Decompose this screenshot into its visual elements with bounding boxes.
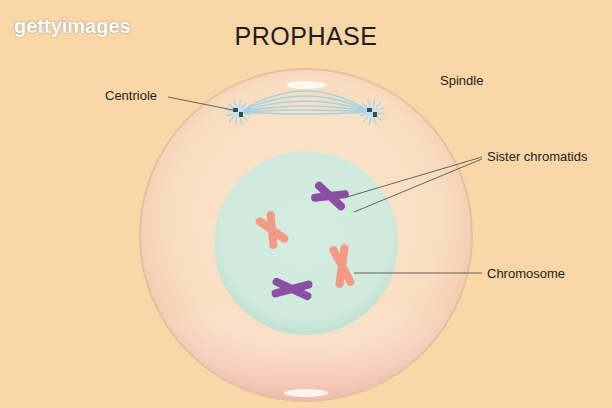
aster-ray — [360, 114, 367, 116]
aster-ray — [242, 102, 247, 107]
aster-ray — [376, 116, 381, 121]
diagram-title: PROPHASE — [235, 22, 378, 51]
aster-ray — [240, 118, 242, 125]
aster-ray — [369, 118, 370, 125]
chromosome-purple — [270, 276, 314, 301]
highlight — [284, 389, 328, 397]
aster — [225, 99, 384, 124]
aster-ray — [244, 108, 251, 110]
nucleus — [214, 151, 398, 335]
part-label: Chromosome — [487, 266, 565, 281]
aster-ray — [242, 116, 247, 121]
aster-ray — [226, 114, 233, 116]
aster-ray — [244, 113, 251, 114]
spindle-fibers — [240, 91, 370, 114]
aster-ray — [229, 116, 234, 121]
aster-ray — [235, 118, 236, 125]
chromosome-purple — [308, 179, 351, 213]
leader-line — [168, 97, 482, 273]
aster-ray — [239, 99, 240, 106]
aster-ray — [234, 100, 236, 107]
centriole-symbol — [232, 106, 378, 118]
part-label: Centriole — [105, 88, 157, 103]
part-label: Spindle — [440, 73, 483, 88]
cell-shade — [141, 70, 471, 400]
aster-ray — [359, 109, 366, 110]
aster-ray — [368, 100, 370, 107]
watermark: gettyimages — [14, 15, 131, 38]
part-label: Sister chromatids — [487, 149, 587, 164]
aster-ray — [373, 99, 374, 106]
aster-ray — [374, 118, 376, 125]
aster-ray — [376, 102, 381, 107]
highlight — [286, 81, 326, 89]
aster-ray — [378, 108, 385, 110]
chromosome-salmon — [328, 242, 357, 289]
cell-membrane — [140, 69, 472, 401]
chromosome-salmon — [252, 208, 291, 252]
aster-ray — [228, 103, 233, 108]
aster-ray — [362, 103, 367, 108]
aster-ray — [363, 116, 368, 121]
aster-ray — [378, 113, 385, 114]
